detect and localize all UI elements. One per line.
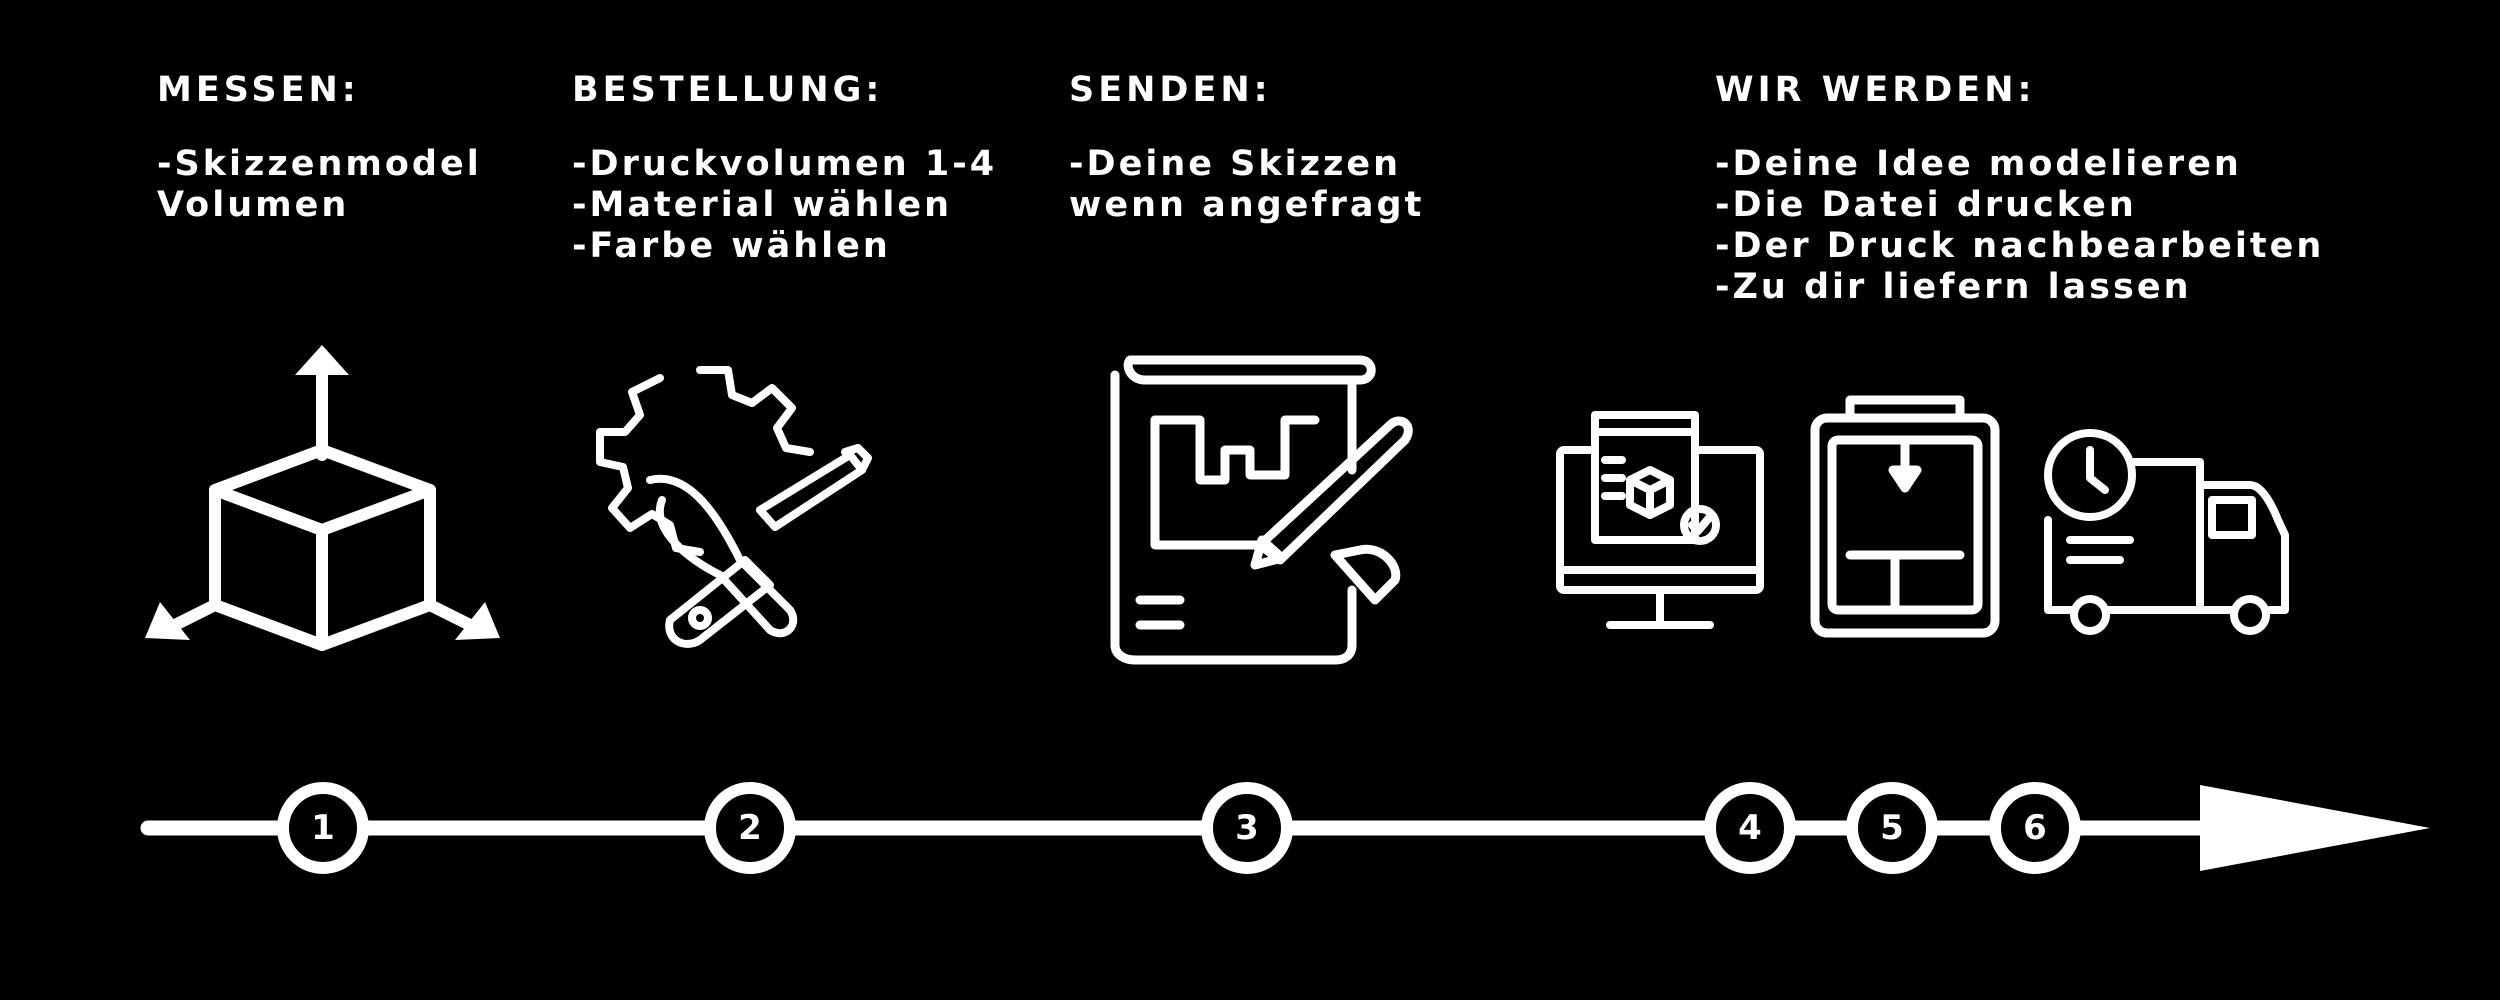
step-2-marker	[704, 782, 796, 874]
step-4-number: 4	[1738, 808, 1762, 848]
step-2-line-2: -Material wählen	[572, 185, 953, 225]
step-1-text: MESSEN: -Skizzenmodel Volumen	[157, 70, 482, 226]
computer-model-icon	[1550, 400, 1770, 640]
step-4-6-line-1: -Deine Idee modelieren	[1715, 144, 2242, 184]
step-3-marker	[1201, 782, 1293, 874]
step-4-6-line-4: -Zu dir liefern lassen	[1715, 267, 2192, 307]
step-2-line-1: -Druckvolumen 1-4	[572, 144, 998, 184]
step-1-number: 1	[311, 808, 335, 848]
step-1-title: MESSEN:	[157, 70, 360, 110]
step-3-text: SENDEN: -Deine Skizzen wenn angefragt	[1069, 70, 1424, 226]
step-2-text: BESTELLUNG: -Druckvolumen 1-4 -Material …	[572, 70, 997, 267]
step-3-line-2: wenn angefragt	[1069, 185, 1425, 225]
delivery-truck-icon	[2040, 425, 2300, 640]
step-3-number: 3	[1235, 808, 1259, 848]
step-1-line-1: -Skizzenmodel	[157, 144, 482, 184]
step-4-6-line-3: -Der Druck nachbearbeiten	[1715, 226, 2325, 266]
step-2-title: BESTELLUNG:	[572, 70, 884, 110]
3d-cube-axes-icon	[145, 345, 500, 660]
step-3-title: SENDEN:	[1069, 70, 1272, 110]
timeline-arrowhead-icon	[2200, 785, 2430, 871]
step-4-6-title: WIR WERDEN:	[1715, 70, 2036, 110]
step-5-marker	[1846, 782, 1938, 874]
3d-printer-icon	[1800, 395, 2010, 645]
step-4-6-text: WIR WERDEN: -Deine Idee modelieren -Die …	[1715, 70, 2324, 308]
step-5-number: 5	[1880, 808, 1904, 848]
step-4-6-line-2: -Die Datei drucken	[1715, 185, 2137, 225]
sketch-pencil-icon	[1100, 350, 1420, 670]
step-6-marker	[1989, 782, 2081, 874]
step-4-marker	[1704, 782, 1796, 874]
step-2-line-3: -Farbe wählen	[572, 226, 891, 266]
step-3-line-1: -Deine Skizzen	[1069, 144, 1402, 184]
step-1-line-2: Volumen	[157, 185, 350, 225]
gear-tools-icon	[600, 360, 890, 650]
step-6-number: 6	[2023, 808, 2047, 848]
step-1-marker	[277, 782, 369, 874]
step-2-number: 2	[738, 808, 762, 848]
